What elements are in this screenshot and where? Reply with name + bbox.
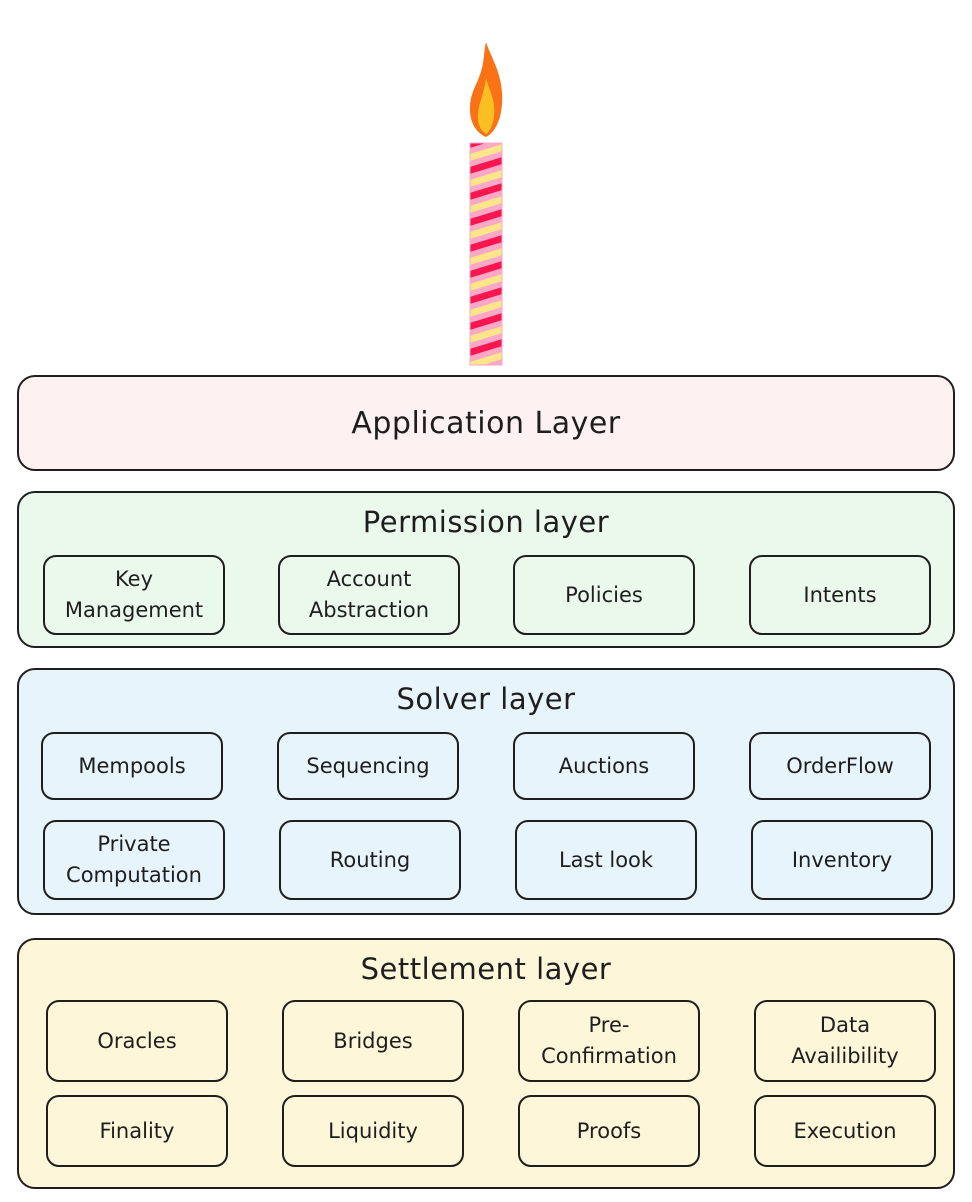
flame-inner	[477, 78, 495, 134]
solver-item-auctions: Auctions	[513, 732, 695, 800]
candle-stripe	[470, 261, 502, 278]
settlement-item-oracles: Oracles	[46, 1000, 228, 1082]
settlement-item-pre-confirmation: Pre- Confirmation	[518, 1000, 700, 1082]
solver-item-last-look: Last look	[515, 820, 697, 900]
candle-stripe	[470, 287, 502, 304]
settlement-layer: Settlement layer Oracles Bridges Pre- Co…	[17, 938, 955, 1189]
solver-item-orderflow: OrderFlow	[749, 732, 931, 800]
application-layer: Application Layer	[17, 375, 955, 471]
settlement-item-bridges: Bridges	[282, 1000, 464, 1082]
solver-item-mempools: Mempools	[41, 732, 223, 800]
settlement-layer-title: Settlement layer	[360, 952, 612, 986]
candle-stripe	[470, 300, 502, 317]
permission-item-policies: Policies	[513, 555, 695, 635]
candle-stripe	[470, 157, 502, 174]
candle-stripe	[470, 313, 502, 330]
application-layer-title: Application Layer	[351, 406, 621, 441]
candle-stripe	[470, 209, 502, 226]
settlement-item-finality: Finality	[46, 1095, 228, 1167]
candle-stripe	[470, 274, 502, 291]
solver-layer-title: Solver layer	[396, 682, 576, 716]
permission-item-account-abstraction: Account Abstraction	[278, 555, 460, 635]
candle-stripe	[470, 222, 502, 239]
permission-layer-title: Permission layer	[362, 505, 610, 539]
settlement-item-data-availibility: Data Availibility	[754, 1000, 936, 1082]
candle-stripe	[470, 196, 502, 213]
candle-stripe	[470, 183, 502, 200]
settlement-item-execution: Execution	[754, 1095, 936, 1167]
candle-stripe	[470, 235, 502, 252]
candle-stripe	[470, 326, 502, 343]
candle-stripe	[470, 352, 502, 365]
candle-stripe	[470, 248, 502, 265]
solver-item-sequencing: Sequencing	[277, 732, 459, 800]
solver-item-private-computation: Private Computation	[43, 820, 225, 900]
settlement-item-liquidity: Liquidity	[282, 1095, 464, 1167]
candle-stripe	[470, 339, 502, 356]
candle-icon	[469, 42, 503, 366]
settlement-item-proofs: Proofs	[518, 1095, 700, 1167]
candle-stripe	[470, 144, 502, 161]
solver-item-routing: Routing	[279, 820, 461, 900]
permission-layer: Permission layer Key Management Account …	[17, 491, 955, 648]
solver-item-inventory: Inventory	[751, 820, 933, 900]
candle-stripe	[470, 170, 502, 187]
permission-item-intents: Intents	[749, 555, 931, 635]
solver-layer: Solver layer Mempools Sequencing Auction…	[17, 668, 955, 915]
permission-item-key-management: Key Management	[43, 555, 225, 635]
